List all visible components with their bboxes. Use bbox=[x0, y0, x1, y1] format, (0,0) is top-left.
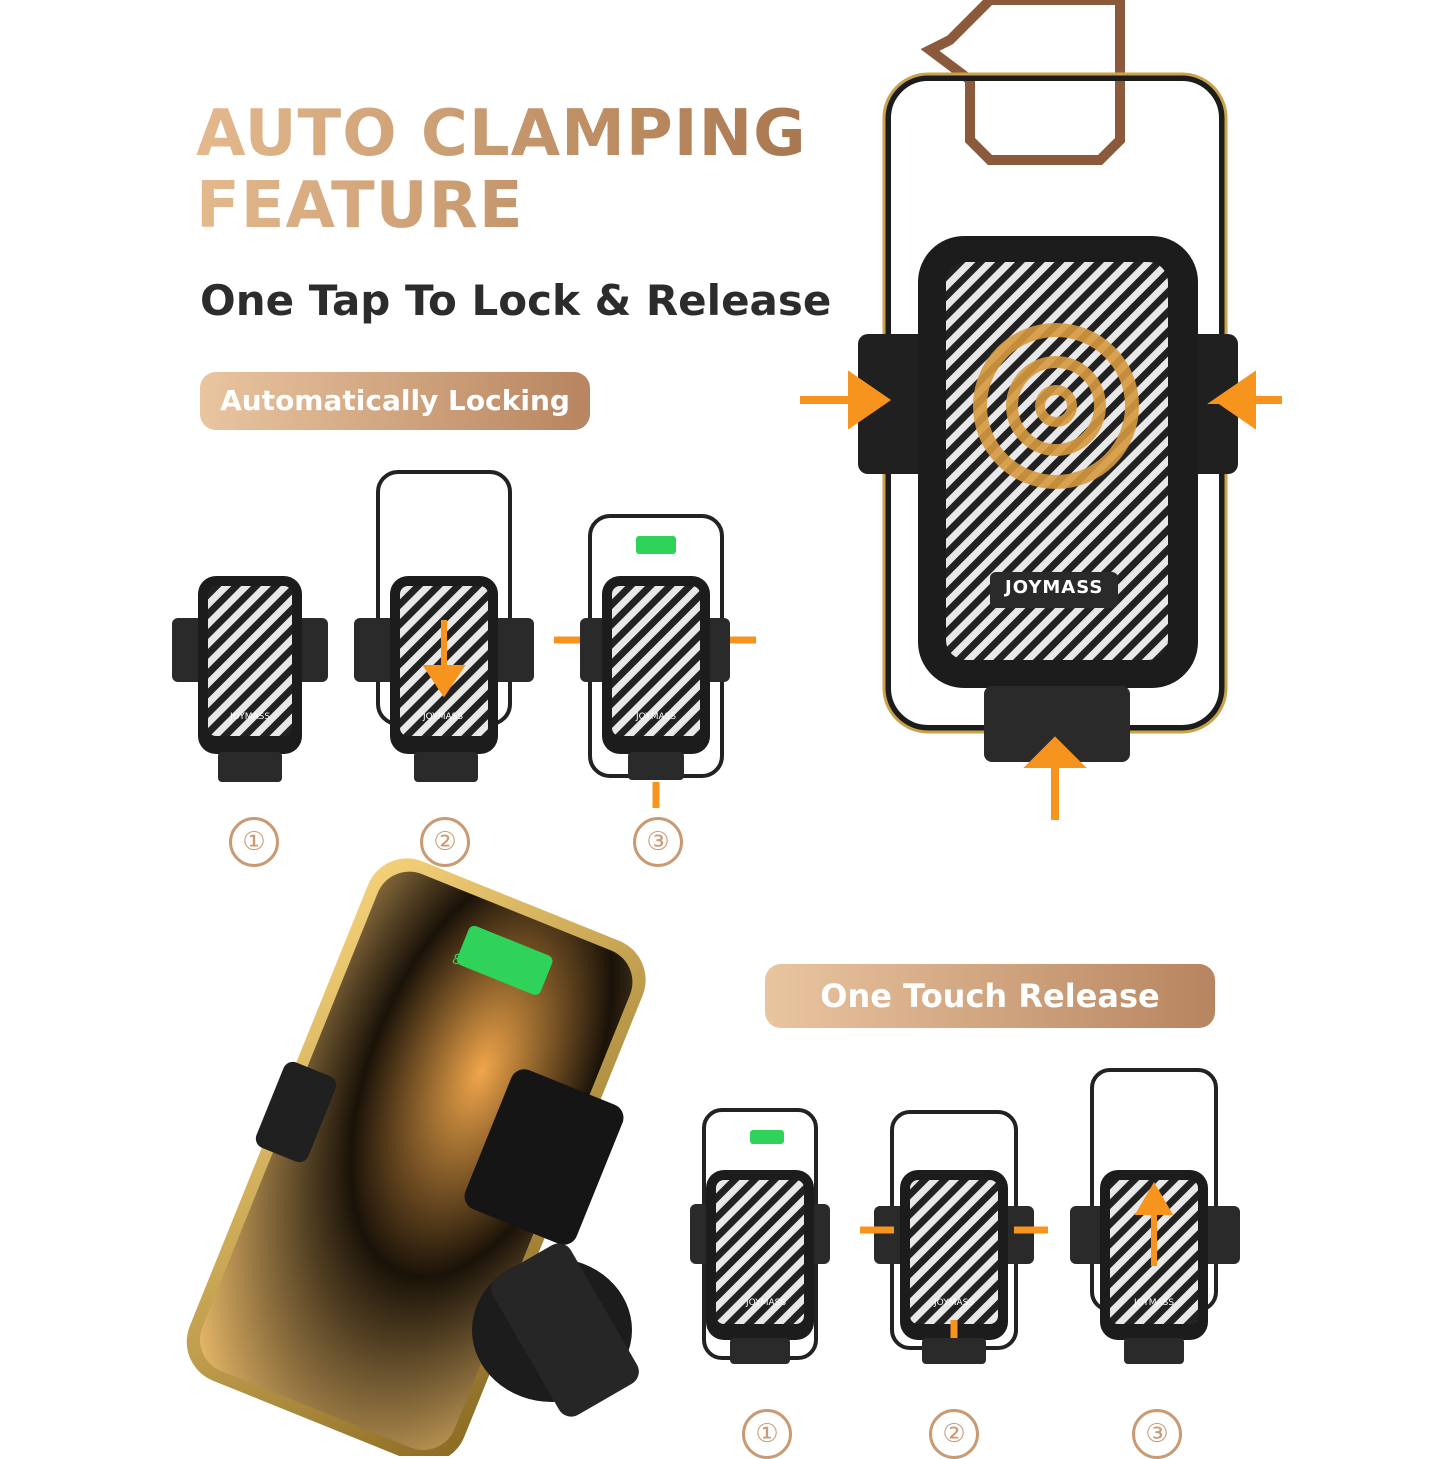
brand-label-lock-2: JOYMASS bbox=[423, 712, 464, 722]
lock-step-1: ① bbox=[229, 817, 279, 867]
lock-step-3: ③ bbox=[633, 817, 683, 867]
lock-step-2: ② bbox=[420, 817, 470, 867]
brand-label-release-3: JOYMASS bbox=[1134, 1298, 1175, 1308]
release-step-3: ③ bbox=[1132, 1409, 1182, 1459]
brand-label-large: JOYMASS bbox=[1005, 577, 1104, 598]
lock-steps bbox=[172, 470, 756, 808]
brand-label-lock-1: JOYMASS bbox=[230, 712, 271, 722]
release-steps bbox=[690, 1068, 1240, 1364]
phone-on-vent-mount bbox=[186, 858, 646, 1456]
brand-label-release-2: JOYMASS bbox=[934, 1298, 975, 1308]
headline-line-2: FEATURE bbox=[196, 169, 524, 243]
brand-label-lock-3: JOYMASS bbox=[636, 712, 677, 722]
one-touch-release-pill: One Touch Release bbox=[765, 964, 1215, 1028]
automatic-locking-pill: Automatically Locking bbox=[200, 372, 590, 430]
release-step-1: ① bbox=[742, 1409, 792, 1459]
hand-icon bbox=[920, 0, 1125, 165]
release-step-2: ② bbox=[929, 1409, 979, 1459]
headline: AUTO CLAMPING FEATURE bbox=[196, 98, 807, 242]
subtitle: One Tap To Lock & Release bbox=[200, 276, 832, 325]
large-mount-diagram bbox=[800, 0, 1282, 820]
brand-label-release-1: JOYMASS bbox=[746, 1298, 787, 1308]
headline-line-1: AUTO CLAMPING bbox=[196, 97, 807, 171]
